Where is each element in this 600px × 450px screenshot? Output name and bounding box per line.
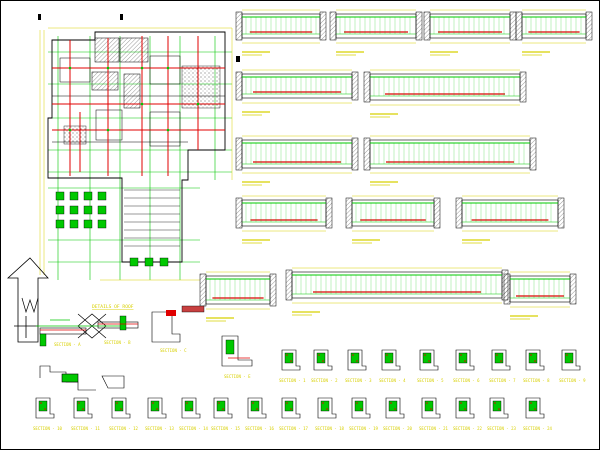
section-label: SECTION - 14	[179, 426, 208, 431]
stair-section	[39, 365, 125, 391]
section-detail: SECTION - 2	[311, 349, 338, 383]
section-b: SECTION - B	[97, 315, 139, 345]
section-detail: SECTION - 1	[279, 349, 306, 383]
beam-detail	[455, 195, 565, 244]
beam-details	[199, 9, 593, 322]
section-detail: SECTION - 15	[211, 397, 240, 431]
section-label: SECTION - 10	[33, 426, 62, 431]
beam-detail	[235, 195, 333, 244]
section-label: SECTION - 13	[145, 426, 174, 431]
section-b-label: SECTION - B	[104, 340, 131, 345]
section-detail: SECTION - 8	[523, 349, 550, 383]
section-detail: SECTION - 17	[279, 397, 308, 431]
section-e: SECTION - E	[221, 335, 253, 379]
section-detail: SECTION - 21	[419, 397, 448, 431]
beam-detail	[363, 69, 527, 118]
section-label: SECTION - 6	[453, 378, 480, 383]
section-detail: SECTION - 19	[349, 397, 378, 431]
section-label: SECTION - 16	[245, 426, 274, 431]
section-label: SECTION - 12	[109, 426, 138, 431]
section-label: SECTION - 23	[487, 426, 516, 431]
section-c: SECTION - C	[151, 305, 205, 353]
section-detail: SECTION - 6	[453, 349, 480, 383]
section-detail: SECTION - 11	[71, 397, 100, 431]
section-label: SECTION - 2	[311, 378, 338, 383]
section-row-2: SECTION - 10 SECTION - 11 SECTION - 12 SECT…	[33, 397, 552, 431]
section-label: SECTION - 24	[523, 426, 552, 431]
section-label: SECTION - 17	[279, 426, 308, 431]
section-label: SECTION - 1	[279, 378, 306, 383]
section-detail: SECTION - 24	[523, 397, 552, 431]
roof-plan	[38, 14, 240, 281]
beam-detail	[503, 271, 577, 320]
section-detail: SECTION - 3	[345, 349, 372, 383]
section-a: SECTION - A	[39, 327, 87, 347]
section-label: SECTION - 22	[453, 426, 482, 431]
beam-detail	[235, 135, 359, 186]
beam-detail	[199, 271, 277, 322]
section-a-label: SECTION - A	[54, 342, 81, 347]
section-label: SECTION - 19	[349, 426, 378, 431]
section-detail: SECTION - 20	[383, 397, 412, 431]
section-detail: SECTION - 5	[417, 349, 444, 383]
section-label: SECTION - 11	[71, 426, 100, 431]
section-label: SECTION - 8	[523, 378, 550, 383]
section-detail: SECTION - 16	[245, 397, 274, 431]
section-detail: SECTION - 13	[145, 397, 174, 431]
section-detail: SECTION - 23	[487, 397, 516, 431]
section-label: SECTION - 20	[383, 426, 412, 431]
section-c-label: SECTION - C	[160, 348, 187, 353]
beam-detail	[329, 9, 423, 56]
section-label: SECTION - 18	[315, 426, 344, 431]
section-detail: SECTION - 18	[315, 397, 344, 431]
section-detail: SECTION - 9	[559, 349, 586, 383]
section-label: SECTION - 3	[345, 378, 372, 383]
section-label: SECTION - 21	[419, 426, 448, 431]
section-detail: SECTION - 22	[453, 397, 482, 431]
section-label: SECTION - 4	[379, 378, 406, 383]
section-detail: SECTION - 4	[379, 349, 406, 383]
beam-detail	[363, 135, 537, 186]
section-detail: SECTION - 12	[109, 397, 138, 431]
beam-detail	[235, 69, 359, 116]
north-arrow-icon	[6, 257, 49, 343]
beam-detail	[235, 9, 327, 56]
plan-title: DETAILS OF ROOF	[92, 304, 134, 310]
section-e-label: SECTION - E	[224, 374, 251, 379]
beam-detail	[423, 9, 517, 56]
section-detail: SECTION - 14	[179, 397, 208, 431]
section-row-1: SECTION - 1 SECTION - 2 SECTION - 3 SECTION…	[279, 349, 586, 383]
section-label: SECTION - 5	[417, 378, 444, 383]
section-label: SECTION - 15	[211, 426, 240, 431]
beam-detail	[515, 9, 593, 56]
section-label: SECTION - 7	[489, 378, 516, 383]
section-label: SECTION - 9	[559, 378, 586, 383]
section-detail: SECTION - 7	[489, 349, 516, 383]
section-detail: SECTION - 10	[33, 397, 62, 431]
beam-detail	[345, 195, 441, 244]
